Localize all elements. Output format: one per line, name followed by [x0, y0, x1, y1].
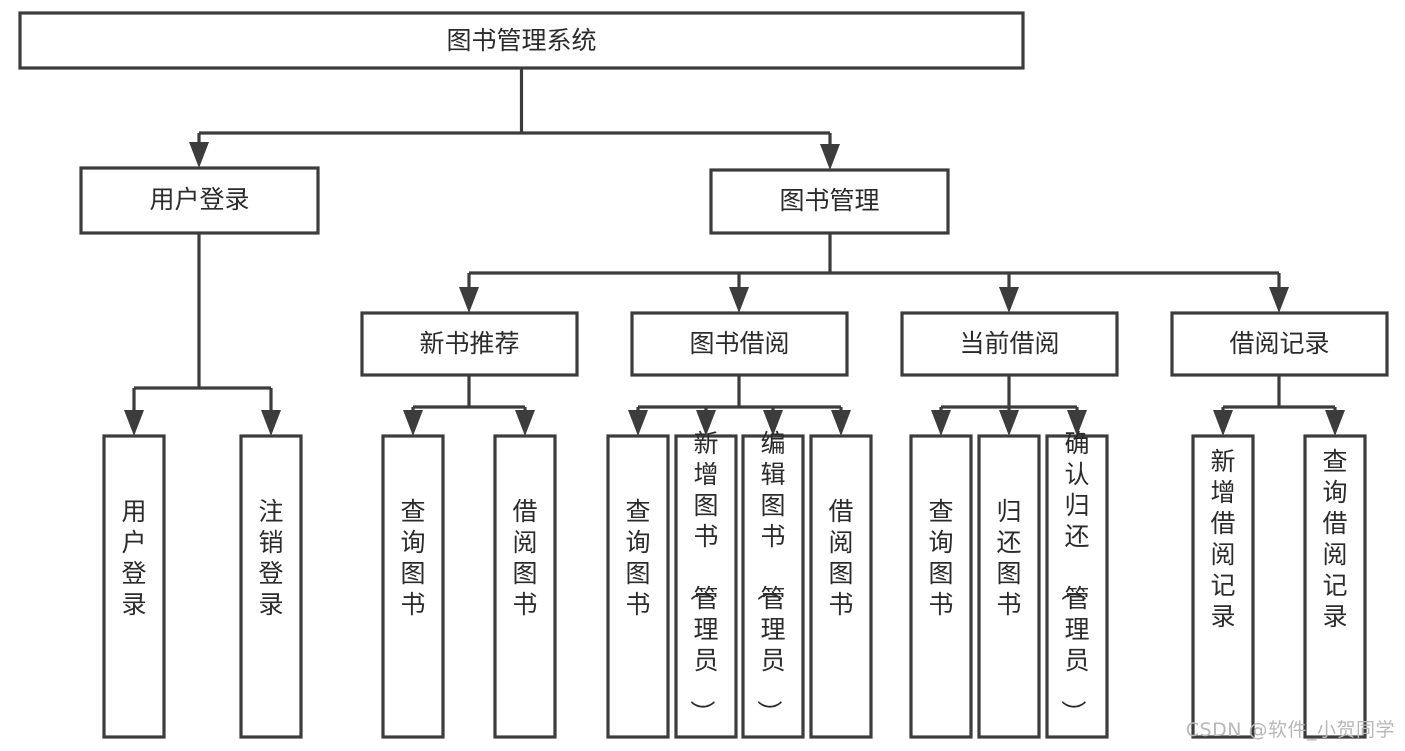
leaf-current-borrow-2-box	[1045, 434, 1109, 739]
leaf-current-borrow-0-label: 查询图书	[928, 497, 953, 619]
leaf-borrow-record-0-box	[1191, 434, 1255, 739]
leaf-borrow-book-2-label: 编辑图书（管理员）	[754, 429, 785, 725]
node-user-login-box	[79, 166, 320, 235]
arrow-borrow-book-leaf-0	[628, 410, 648, 436]
node-book-management-label: 图书管理	[779, 186, 879, 215]
arrow-new-book-leaf-0	[403, 410, 423, 436]
leaf-borrow-book-1-box	[674, 434, 738, 739]
leaf-user-login-1-label: 注销登录	[258, 497, 283, 619]
node-borrow-record[interactable]: 借阅记录	[1170, 311, 1389, 377]
leaf-borrow-book-0-box	[606, 434, 670, 739]
leaf-new-book-1-label: 借阅图书	[512, 497, 537, 619]
leaf-current-borrow-0-box	[909, 434, 973, 739]
leaf-borrow-book-3[interactable]: 借阅图书	[809, 434, 873, 739]
node-current-borrow[interactable]: 当前借阅	[900, 311, 1119, 377]
node-borrow-record-box	[1170, 311, 1389, 377]
arrow-user-login-leaf-0	[124, 410, 144, 436]
leaf-user-login-1[interactable]: 注销登录	[239, 434, 303, 739]
arrow-borrow-book-leaf-1	[696, 410, 716, 436]
arrow-book-mgmt-to-borrow-book	[729, 287, 749, 313]
leaf-borrow-record-1-label: 查询借阅记录	[1322, 447, 1347, 631]
arrow-borrow-record-leaf-0	[1213, 410, 1233, 436]
leaf-borrow-record-1-box	[1303, 434, 1367, 739]
arrow-current-borrow-leaf-1	[999, 410, 1019, 436]
leaf-user-login-0-box	[102, 434, 166, 739]
connector-layer	[124, 68, 1345, 436]
leaf-borrow-book-2-box	[741, 434, 805, 739]
leaf-current-borrow-2-label: 确认归还（管理员）	[1058, 429, 1089, 725]
arrow-borrow-book-leaf-3	[831, 410, 851, 436]
node-current-borrow-label: 当前借阅	[959, 329, 1059, 358]
node-book-management[interactable]: 图书管理	[709, 168, 950, 235]
arrow-borrow-record-leaf-1	[1325, 410, 1345, 436]
arrow-book-mgmt-to-new-book	[459, 287, 479, 313]
leaf-user-login-0-label: 用户登录	[121, 497, 146, 619]
leaf-current-borrow-1-box	[977, 434, 1041, 739]
node-root-label: 图书管理系统	[446, 26, 596, 55]
leaf-borrow-record-0-label: 新增借阅记录	[1210, 447, 1235, 631]
leaf-new-book-0[interactable]: 查询图书	[381, 434, 445, 739]
leaf-borrow-book-0[interactable]: 查询图书	[606, 434, 670, 739]
arrow-book-mgmt-to-current-borrow	[999, 287, 1019, 313]
node-current-borrow-box	[900, 311, 1119, 377]
arrow-current-borrow-leaf-2	[1067, 410, 1087, 436]
leaf-current-borrow-2[interactable]: 确认归还（管理员）	[1045, 429, 1109, 739]
node-root-book-management-system[interactable]: 图书管理系统	[18, 11, 1025, 70]
leaf-borrow-book-1[interactable]: 新增图书（管理员）	[674, 429, 738, 739]
leaf-current-borrow-0[interactable]: 查询图书	[909, 434, 973, 739]
leaf-borrow-record-0[interactable]: 新增借阅记录	[1191, 434, 1255, 739]
arrow-root-to-user-login	[189, 142, 209, 168]
node-new-book-recommend-box	[360, 311, 579, 377]
leaf-current-borrow-1-label: 归还图书	[996, 497, 1021, 619]
node-new-book-recommend[interactable]: 新书推荐	[360, 311, 579, 377]
leaf-new-book-1-box	[493, 434, 557, 739]
node-user-login-label: 用户登录	[149, 185, 249, 214]
node-book-borrow-label: 图书借阅	[689, 329, 789, 358]
leaf-borrow-book-2[interactable]: 编辑图书（管理员）	[741, 429, 805, 739]
leaf-new-book-0-label: 查询图书	[400, 497, 425, 619]
leaf-borrow-book-3-label: 借阅图书	[828, 497, 853, 619]
leaf-borrow-book-0-label: 查询图书	[625, 497, 650, 619]
node-user-login[interactable]: 用户登录	[79, 166, 320, 235]
node-book-borrow[interactable]: 图书借阅	[630, 311, 849, 377]
leaf-borrow-book-3-box	[809, 434, 873, 739]
leaf-new-book-1[interactable]: 借阅图书	[493, 434, 557, 739]
leaf-user-login-1-box	[239, 434, 303, 739]
leaf-borrow-record-1[interactable]: 查询借阅记录	[1303, 434, 1367, 739]
leaf-current-borrow-1[interactable]: 归还图书	[977, 434, 1041, 739]
arrow-borrow-book-leaf-2	[763, 410, 783, 436]
node-root-box	[18, 11, 1025, 70]
arrow-user-login-leaf-1	[261, 410, 281, 436]
arrow-book-mgmt-to-borrow-record	[1269, 287, 1289, 313]
node-borrow-record-label: 借阅记录	[1229, 329, 1329, 358]
leaf-user-login-0[interactable]: 用户登录	[102, 434, 166, 739]
node-new-book-recommend-label: 新书推荐	[419, 329, 519, 358]
arrow-new-book-leaf-1	[515, 410, 535, 436]
node-book-borrow-box	[630, 311, 849, 377]
node-book-management-box	[709, 168, 950, 235]
arrow-current-borrow-leaf-0	[931, 410, 951, 436]
leaf-borrow-book-1-label: 新增图书（管理员）	[687, 429, 718, 725]
leaf-new-book-0-box	[381, 434, 445, 739]
arrow-root-to-book-mgmt	[820, 144, 840, 170]
